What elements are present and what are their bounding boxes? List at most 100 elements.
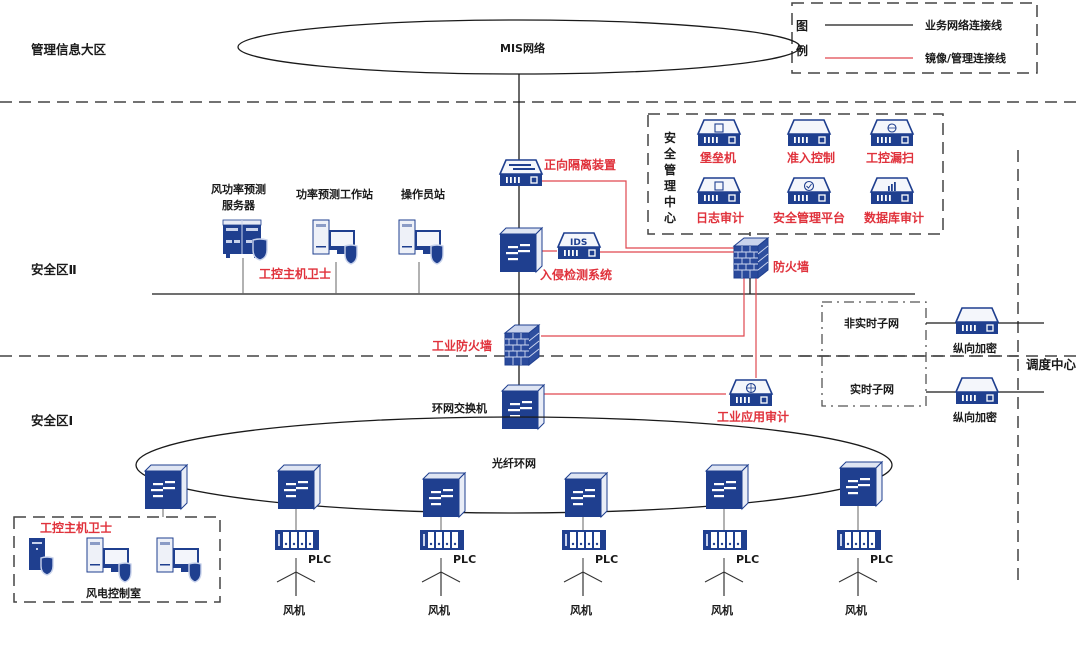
dispatch-subnet-box — [821, 301, 927, 407]
vertical-encryptor-1[interactable] — [955, 307, 999, 335]
turbine-label: 风机 — [845, 603, 867, 617]
log-icon — [714, 181, 724, 191]
operator-station-label: 操作员站 — [401, 187, 445, 201]
plc-label: PLC — [308, 553, 331, 566]
control-room-label: 风电控制室 — [86, 586, 141, 600]
bastion-host[interactable]: 堡垒机 — [697, 119, 741, 165]
ring-switch-label: 环网交换机 — [432, 401, 487, 415]
control-room-workstation-2[interactable] — [156, 537, 202, 583]
vertical-encryptor-2[interactable] — [955, 377, 999, 405]
non-realtime-subnet-label: 非实时子网 — [844, 316, 899, 330]
control-room-workstation-1[interactable] — [86, 537, 132, 583]
control-room: 工控主机卫士 风电控制室 — [13, 516, 221, 603]
turbine-label: 风机 — [570, 603, 592, 617]
plc-label: PLC — [453, 553, 476, 566]
forward-isolation-label: 正向隔离装置 — [544, 157, 616, 172]
firewall-device[interactable] — [733, 237, 769, 279]
operator-workstation[interactable] — [398, 219, 444, 265]
access-control[interactable]: 准入控制 — [787, 119, 835, 165]
svg-text:安: 安 — [664, 130, 676, 145]
forecast-workstation[interactable] — [312, 219, 358, 265]
svg-text:准入控制: 准入控制 — [787, 150, 835, 165]
legend-title-2: 例 — [796, 43, 808, 58]
legend-mirror-label: 镜像/管理连接线 — [925, 51, 1006, 65]
ids-badge: IDS — [570, 238, 587, 248]
ics-vuln-scan[interactable]: 工控漏扫 — [866, 119, 914, 165]
zone-label-zone1: 安全区Ⅰ — [31, 413, 73, 428]
control-room-border — [13, 516, 221, 603]
ids-device[interactable]: IDS — [557, 232, 601, 260]
host-guard-label-control-room: 工控主机卫士 — [40, 520, 112, 535]
forecast-server-label-1: 风功率预测 — [211, 182, 266, 196]
turbine-group: PLC 风机 — [420, 472, 476, 617]
plc-label: PLC — [736, 553, 759, 566]
forecast-server-label-2: 服务器 — [222, 198, 256, 212]
mis-network-label: MIS网络 — [500, 41, 545, 55]
security-center-border — [647, 113, 944, 235]
turbine-group: PLC 风机 — [703, 464, 759, 617]
security-management-platform[interactable]: 安全管理平台 — [773, 177, 845, 225]
legend-business-label: 业务网络连接线 — [925, 18, 1002, 32]
fiber-ring-label: 光纤环网 — [491, 456, 536, 470]
svg-text:理: 理 — [664, 179, 676, 193]
industrial-audit-device[interactable] — [729, 379, 773, 407]
plc-label: PLC — [595, 553, 618, 566]
zone2-switch[interactable] — [499, 227, 543, 273]
host-guard-label-zone2: 工控主机卫士 — [259, 266, 331, 281]
mirror-lines — [537, 180, 757, 395]
encryptor-label-2: 纵向加密 — [953, 410, 997, 424]
svg-text:工控漏扫: 工控漏扫 — [866, 150, 914, 165]
firewall-label: 防火墙 — [773, 259, 809, 274]
industrial-audit-label: 工业应用审计 — [717, 409, 789, 424]
encryptor-label-1: 纵向加密 — [953, 341, 997, 355]
plc-label: PLC — [870, 553, 893, 566]
zone-label-zone2: 安全区Ⅱ — [31, 262, 77, 277]
field-switch[interactable] — [277, 464, 321, 510]
fiber-ring — [135, 416, 893, 514]
industrial-firewall-label: 工业防火墙 — [432, 338, 492, 353]
svg-text:堡垒机: 堡垒机 — [700, 150, 736, 165]
plc-device[interactable] — [837, 530, 881, 550]
turbine-group: PLC 风机 — [562, 472, 618, 617]
database-audit[interactable]: 数据库审计 — [864, 177, 924, 225]
shield-check-icon — [803, 180, 815, 192]
plc-device[interactable] — [420, 530, 464, 550]
field-switch[interactable] — [422, 472, 466, 518]
log-audit[interactable]: 日志审计 — [696, 177, 744, 225]
legend: 图 例 业务网络连接线 镜像/管理连接线 — [791, 2, 1038, 74]
legend-title-1: 图 — [796, 19, 808, 33]
turbine-groups: PLC 风机 PLC 风机 PLC 风机 PLC 风机 PLC 风机 — [275, 461, 893, 617]
legend-border — [791, 2, 1038, 74]
svg-text:日志审计: 日志审计 — [696, 210, 744, 225]
bar-chart-icon — [888, 182, 896, 191]
realtime-subnet-label: 实时子网 — [850, 382, 894, 396]
plc-device[interactable] — [703, 530, 747, 550]
security-center: 安 全 管 理 中 心 堡垒机 准入控制 工控漏扫 日志审计 — [647, 113, 944, 235]
svg-text:中: 中 — [664, 194, 676, 209]
forward-isolation-device — [499, 159, 543, 187]
plc-device[interactable] — [562, 530, 606, 550]
turbine-label: 风机 — [428, 603, 450, 617]
control-room-switch[interactable] — [144, 464, 188, 510]
plc-device[interactable] — [275, 530, 319, 550]
turbine-group: PLC 风机 — [275, 464, 331, 617]
svg-text:数据库审计: 数据库审计 — [864, 210, 924, 225]
zone-label-management: 管理信息大区 — [31, 42, 107, 57]
turbine-label: 风机 — [283, 603, 305, 617]
ring-switch[interactable] — [501, 384, 545, 430]
field-switch[interactable] — [564, 472, 608, 518]
svg-text:全: 全 — [663, 146, 677, 161]
industrial-firewall-device[interactable] — [504, 324, 540, 366]
document-icon — [714, 123, 724, 133]
forecast-station-label: 功率预测工作站 — [296, 187, 373, 201]
turbine-label: 风机 — [711, 603, 733, 617]
dispatch-center-label: 调度中心 — [1026, 357, 1077, 372]
control-room-server[interactable] — [28, 537, 54, 576]
field-switch[interactable] — [839, 461, 883, 507]
field-switch[interactable] — [705, 464, 749, 510]
svg-text:安全管理平台: 安全管理平台 — [773, 210, 845, 225]
svg-text:心: 心 — [664, 211, 676, 225]
forecast-server[interactable] — [222, 219, 268, 261]
ids-label: 入侵检测系统 — [540, 267, 612, 282]
